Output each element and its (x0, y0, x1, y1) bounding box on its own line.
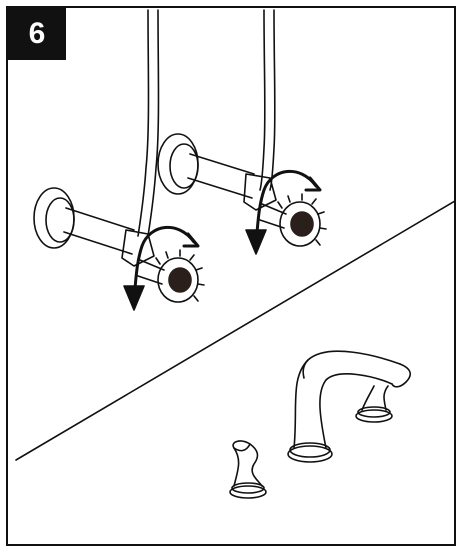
right-shutoff-valve (157, 133, 327, 255)
countertop-edge (15, 200, 454, 461)
right-valve-knob (277, 193, 327, 247)
step-number-badge: 6 (8, 8, 66, 60)
installation-illustration (15, 9, 454, 499)
faucet-handle (229, 440, 267, 499)
supply-hoses (137, 9, 276, 237)
left-valve-knob (155, 249, 205, 303)
step-number: 6 (28, 17, 46, 50)
left-shutoff-valve (33, 187, 205, 311)
instruction-frame: 6 (6, 6, 456, 546)
faucet-spout (287, 350, 412, 463)
